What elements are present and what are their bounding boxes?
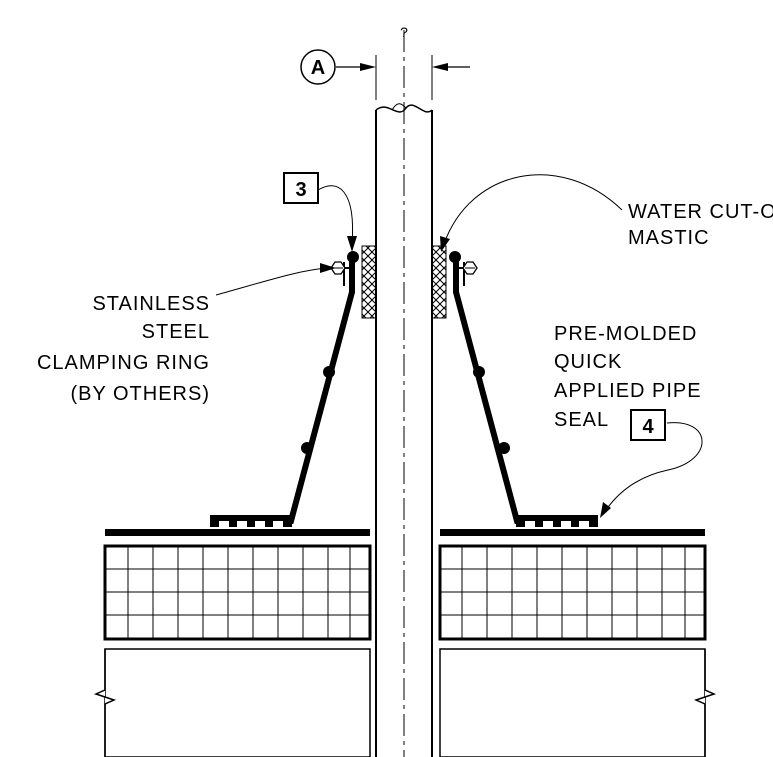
label-pipe-seal-line-4: SEAL bbox=[554, 409, 609, 431]
label-pipe-seal-line-3: APPLIED PIPE bbox=[554, 380, 702, 402]
boot-rib-right-1 bbox=[473, 366, 485, 378]
label-pipe-seal: PRE-MOLDED QUICK APPLIED PIPE SEAL bbox=[554, 323, 702, 431]
deck-right bbox=[439, 648, 706, 757]
leader-item-3 bbox=[317, 185, 354, 245]
dimension-tag-circle bbox=[300, 49, 336, 85]
clamp-ring-right bbox=[449, 251, 461, 263]
item-callout-4: 4 bbox=[630, 409, 666, 441]
label-clamping-ring-line-1: STAINLESS bbox=[92, 293, 210, 315]
label-water-cutoff: WATER CUT-OFF MASTIC bbox=[628, 201, 773, 249]
clamp-ring-left bbox=[347, 251, 359, 263]
label-clamping-ring-line-2: STEEL bbox=[142, 321, 210, 343]
item-number-4: 4 bbox=[642, 416, 654, 438]
label-clamping-ring: STAINLESS STEEL CLAMPING RING (BY OTHERS… bbox=[37, 293, 210, 405]
dimension-tag-label: A bbox=[311, 57, 325, 79]
leader-water-cutoff bbox=[443, 174, 623, 245]
leaders bbox=[215, 174, 703, 518]
leader-item-4 bbox=[605, 422, 703, 511]
boot-rib-left-1 bbox=[323, 366, 335, 378]
insulation-grid-right bbox=[440, 546, 705, 639]
label-pipe-seal-line-1: PRE-MOLDED bbox=[554, 323, 697, 345]
mastic-right bbox=[431, 245, 447, 319]
boot-rib-left-2 bbox=[301, 442, 313, 454]
label-water-cutoff-line-1: WATER CUT-OFF bbox=[628, 201, 773, 223]
pipe-seal-boot-left bbox=[210, 251, 359, 527]
roof-assembly-right bbox=[438, 529, 717, 757]
item-callout-3: 3 bbox=[283, 172, 319, 204]
membrane-left bbox=[105, 529, 370, 536]
mastic-left bbox=[361, 245, 377, 319]
break-line-left bbox=[93, 649, 117, 757]
break-line-right bbox=[693, 649, 717, 757]
deck-left bbox=[104, 648, 371, 757]
membrane-right bbox=[440, 529, 705, 536]
leader-clamping-ring bbox=[215, 267, 329, 296]
label-water-cutoff-line-2: MASTIC bbox=[628, 227, 710, 249]
insulation-grid-left bbox=[105, 546, 370, 639]
label-pipe-seal-line-2: QUICK bbox=[554, 351, 622, 373]
dimension-a: A bbox=[300, 49, 470, 100]
label-clamping-ring-line-3: CLAMPING RING bbox=[37, 352, 210, 374]
label-clamping-ring-line-4: (BY OTHERS) bbox=[70, 383, 210, 405]
item-number-3: 3 bbox=[295, 179, 306, 201]
boot-rib-right-2 bbox=[498, 442, 510, 454]
pipe-seal-boot-right bbox=[449, 251, 598, 527]
roof-assembly-left bbox=[93, 529, 372, 757]
centerline-mark: ? bbox=[400, 24, 408, 40]
pipe: ? bbox=[375, 24, 433, 757]
